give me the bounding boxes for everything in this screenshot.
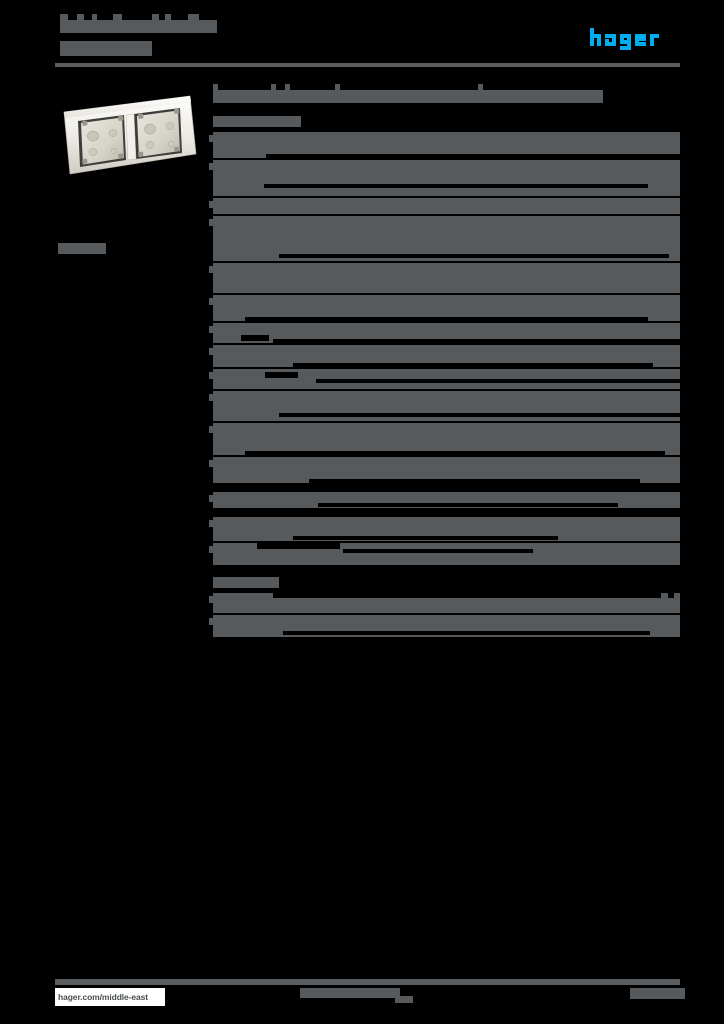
header-divider (55, 63, 680, 67)
spec-table-4 (209, 593, 680, 637)
table-row (209, 160, 680, 204)
table-row (209, 593, 680, 613)
spec-table-2 (209, 492, 680, 508)
table-row (209, 615, 680, 637)
table-row (209, 263, 680, 293)
table-row (209, 457, 680, 483)
section-heading (213, 116, 680, 127)
header-title-line-2 (60, 41, 152, 56)
section-heading (213, 577, 680, 588)
table-row (209, 132, 680, 158)
page-title-text (213, 90, 603, 103)
table-row (209, 543, 680, 565)
row-value (213, 263, 680, 293)
table-row (209, 198, 680, 214)
row-value (213, 457, 680, 483)
row-value (213, 323, 680, 343)
hager-logo (590, 28, 674, 50)
row-value (213, 295, 680, 321)
header-title-ascender (60, 14, 68, 20)
header-title-ascender (92, 14, 97, 20)
footer-center-text-2 (395, 996, 413, 1003)
left-reference-label (58, 243, 106, 254)
header-title-ascender (188, 14, 199, 20)
footer-divider (55, 979, 680, 985)
row-value (213, 216, 680, 261)
footer-center-text (300, 988, 400, 998)
product-photo (58, 88, 200, 183)
row-value (213, 593, 680, 613)
footer-url[interactable]: hager.com/middle-east (55, 988, 165, 1006)
table-row (209, 423, 680, 455)
table-row (209, 517, 680, 541)
table-row (209, 391, 680, 421)
footer-right-text (630, 988, 685, 999)
row-value (213, 160, 680, 196)
row-value (213, 423, 680, 455)
table-row (209, 295, 680, 321)
table-row (209, 323, 680, 343)
row-value (213, 345, 680, 367)
row-label (213, 132, 680, 158)
table-row (209, 345, 680, 367)
spec-table-3 (209, 517, 680, 565)
header-title-ascender (77, 14, 84, 20)
main-content (209, 84, 680, 639)
header-title-line-1 (60, 20, 217, 33)
header-title-ascender (152, 14, 159, 20)
page-title (213, 84, 680, 103)
header-title-ascender (113, 14, 122, 20)
header-title-ascender (165, 14, 171, 20)
table-row (209, 216, 680, 261)
footer-url-text: hager.com/middle-east (58, 992, 149, 1002)
table-row (209, 369, 680, 389)
row-value (213, 198, 680, 214)
spec-table-1 (209, 132, 680, 483)
table-row (209, 492, 680, 508)
